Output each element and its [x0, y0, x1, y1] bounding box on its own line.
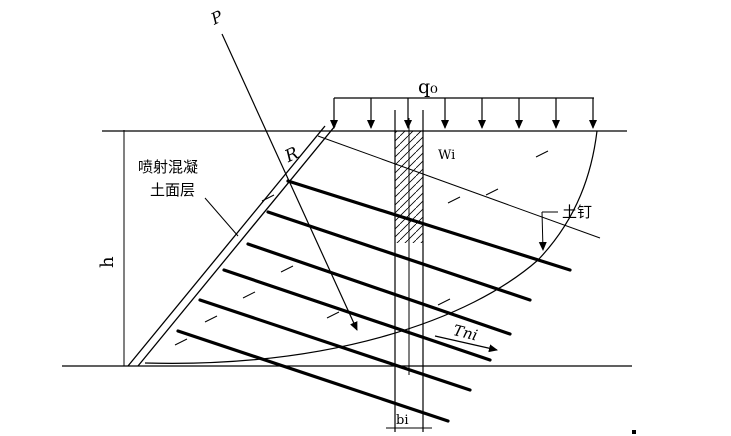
facing-label-line2: 土面层 — [150, 181, 195, 199]
soil-nail-5 — [198, 298, 472, 392]
load-label: q₀ — [418, 76, 438, 98]
soil-nail-2 — [266, 210, 532, 302]
height-label: h — [97, 256, 118, 268]
slice-weight-label: Wi — [438, 148, 455, 163]
shotcrete-facing — [127, 125, 336, 367]
nail-force-arrow — [434, 335, 498, 353]
sliding-mass-dashes — [174, 150, 549, 346]
soil-nails — [176, 179, 572, 423]
soil-nail-6 — [176, 329, 450, 423]
height-dimension — [118, 130, 130, 367]
soil-nail-3 — [246, 242, 512, 336]
distributed-load — [330, 97, 597, 129]
facing-label-line1: 喷射混凝 — [138, 158, 198, 176]
corner-mark — [632, 430, 636, 434]
slice-width-label: bi — [396, 413, 408, 428]
slip-surface-arc — [144, 130, 598, 364]
circle-center-label: P — [207, 7, 226, 29]
soil-nail-1 — [286, 179, 572, 272]
soil-nail-pointer — [538, 211, 547, 251]
slip-radius-label: R — [281, 143, 302, 167]
reference-line — [317, 135, 601, 239]
facing-leader — [204, 197, 239, 237]
soil-nail-4 — [222, 268, 492, 362]
soil-nail-label: 土钉 — [562, 203, 592, 221]
nail-force-label: Tni — [451, 321, 479, 344]
radius-line — [221, 33, 358, 331]
